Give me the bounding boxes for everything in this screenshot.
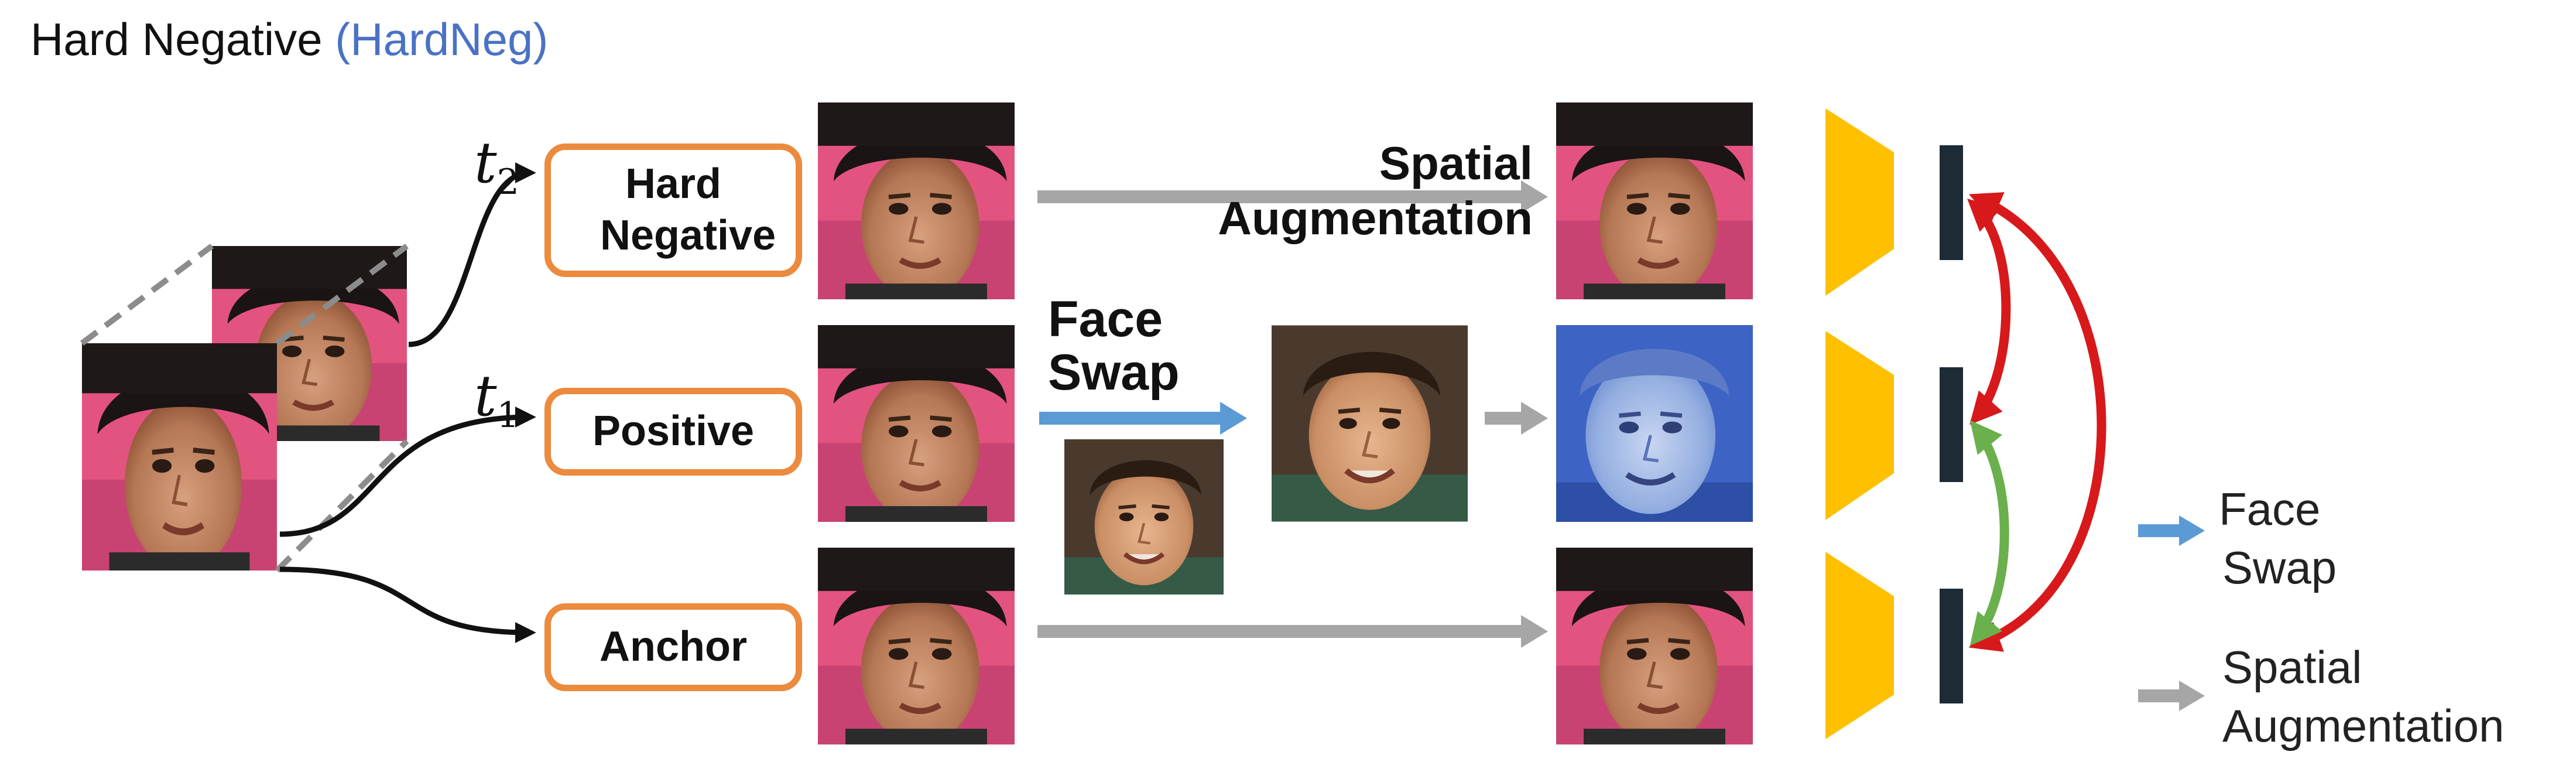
embedding-bar-icon-middle — [1940, 367, 1963, 482]
legend-spatial-text: Spatial Augmentation — [2222, 641, 2505, 751]
augmented-anchor-frame — [1556, 548, 1753, 744]
face-swap-result-frame — [1272, 326, 1468, 522]
positive-node: Positive — [544, 388, 802, 476]
embedding-bar-icon-top — [1940, 145, 1963, 260]
stack-edge-bottom-right — [275, 439, 409, 573]
spatial-arrow-top — [1037, 180, 1548, 213]
embedding-bar-icon-bottom — [1940, 589, 1963, 703]
title-abbr: (HardNeg) — [335, 13, 549, 65]
positive-pair-arrow — [1969, 420, 2009, 646]
legend-spatial-arrow-icon — [2138, 681, 2205, 711]
negative-pair-arrow-long — [1968, 192, 2106, 652]
arrow-to-anchor — [279, 566, 536, 643]
spatial-arrow-middle — [1485, 402, 1548, 435]
encoder-icon-bottom — [1825, 552, 1894, 739]
arrow-to-hard-negative — [408, 162, 536, 347]
face-swap-arrow — [1039, 402, 1247, 435]
stack-edge-top-right — [275, 243, 409, 346]
legend-face-swap-text: Face Swap — [2219, 483, 2337, 593]
stack-edge-top-left — [80, 243, 214, 346]
negative-pair-arrow-short — [1967, 198, 2011, 425]
face-swap-source-frame — [1064, 439, 1224, 595]
positive-label: Positive — [592, 408, 755, 455]
augmented-positive-frame — [1556, 325, 1753, 522]
encoder-icon-top — [1825, 108, 1894, 296]
hard-negative-node: Hard Negative — [544, 144, 802, 277]
positive-frame — [818, 325, 1015, 522]
encoder-icon-middle — [1825, 331, 1894, 520]
anchor-node: Anchor — [544, 603, 802, 691]
transform-t1: t1 — [474, 363, 519, 436]
anchor-label: Anchor — [600, 623, 747, 671]
source-frame-front — [82, 343, 277, 571]
spatial-arrow-bottom — [1037, 615, 1548, 648]
hard-negative-frame — [818, 103, 1015, 299]
transform-t2: t2 — [474, 130, 519, 203]
face-swap-label: Face Swap — [1048, 291, 1180, 401]
source-frame-stack — [80, 243, 409, 573]
arrow-to-positive — [279, 407, 536, 537]
title-main: Hard Negative — [30, 13, 323, 65]
spatial-augmentation-label: Spatial Augmentation — [1218, 137, 1533, 245]
legend-face-swap-arrow-icon — [2138, 515, 2205, 546]
hard-negative-label: Hard Negative — [600, 160, 776, 259]
anchor-frame — [818, 548, 1015, 744]
diagram-title: Hard Negative (HardNeg) — [30, 13, 548, 66]
augmented-hard-negative-frame — [1556, 103, 1753, 299]
